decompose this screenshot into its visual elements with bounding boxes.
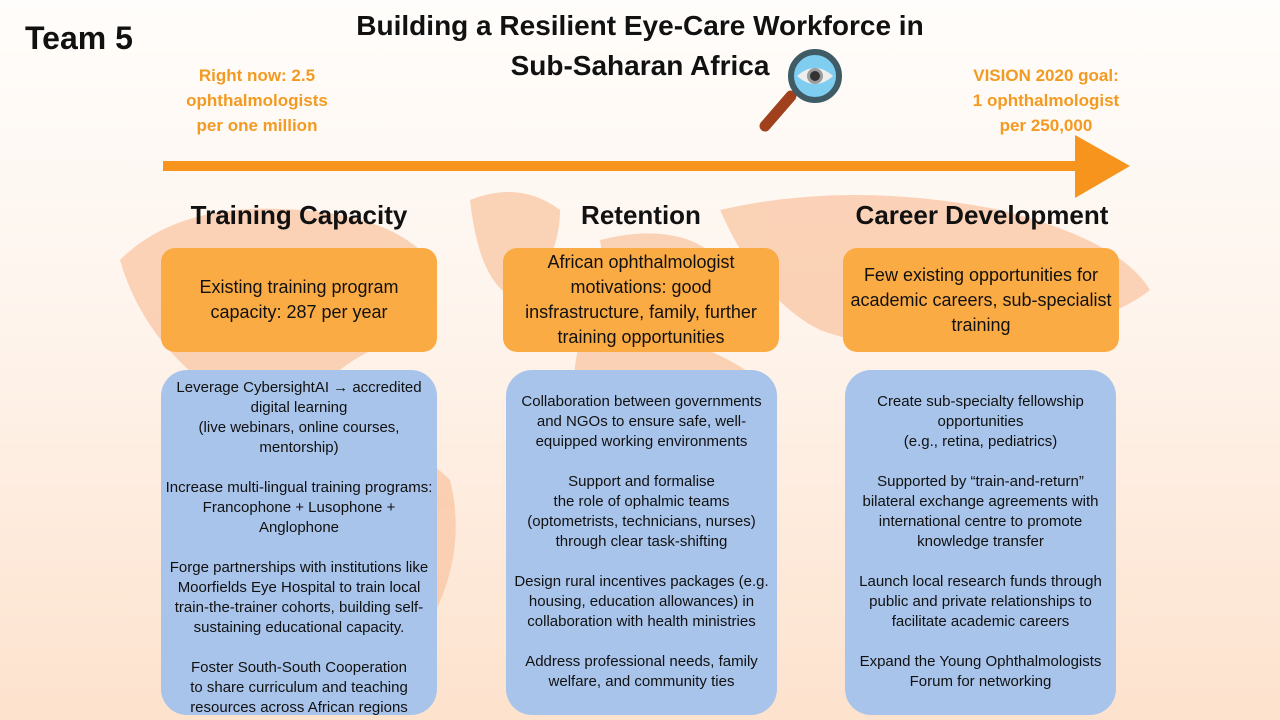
actions-training: Leverage CybersightAI → accredited digit… bbox=[161, 370, 437, 716]
action-item: Create sub-specialty fellowship opportun… bbox=[877, 393, 1084, 450]
action-item: Support and formalise the role of ophalm… bbox=[527, 473, 756, 550]
heading-retention: Retention bbox=[581, 200, 701, 230]
action-item: Forge partnerships with institutions lik… bbox=[169, 559, 429, 636]
title-line-2: Sub-Saharan Africa bbox=[510, 50, 770, 81]
action-item: Collaboration between governments and NG… bbox=[521, 393, 762, 450]
magnifying-eye-icon bbox=[759, 49, 842, 132]
goal-ratio: VISION 2020 goal: 1 ophthalmologist per … bbox=[972, 66, 1120, 135]
team-label: Team 5 bbox=[25, 20, 133, 56]
summary-retention: African ophthalmologist motivations: goo… bbox=[503, 248, 779, 352]
title-line-1: Building a Resilient Eye-Care Workforce … bbox=[356, 10, 924, 41]
heading-career-development: Career Development bbox=[855, 200, 1109, 230]
action-item: Design rural incentives packages (e.g. h… bbox=[514, 573, 769, 630]
action-item: Expand the Young Ophthalmologists Forum … bbox=[859, 653, 1102, 690]
summary-training: Existing training program capacity: 287 … bbox=[161, 248, 437, 352]
progress-arrow bbox=[163, 135, 1130, 198]
action-item: Increase multi-lingual training programs… bbox=[165, 479, 433, 536]
page-title: Building a Resilient Eye-Care Workforce … bbox=[290, 6, 990, 86]
actions-retention: Collaboration between governments and NG… bbox=[506, 370, 777, 715]
action-item: Supported by “train-and-return” bilatera… bbox=[862, 473, 1099, 550]
summary-career: Few existing opportunities for academic … bbox=[843, 248, 1119, 352]
actions-career: Create sub-specialty fellowship opportun… bbox=[845, 370, 1116, 715]
action-item: Address professional needs, family welfa… bbox=[525, 653, 758, 690]
current-ratio: Right now: 2.5 ophthalmologists per one … bbox=[186, 66, 328, 135]
action-item: Foster South-South Cooperation to share … bbox=[190, 659, 408, 716]
action-item: Launch local research funds through publ… bbox=[859, 573, 1102, 630]
action-item: Leverage CybersightAI → accredited digit… bbox=[176, 379, 422, 456]
heading-training-capacity: Training Capacity bbox=[190, 200, 408, 230]
